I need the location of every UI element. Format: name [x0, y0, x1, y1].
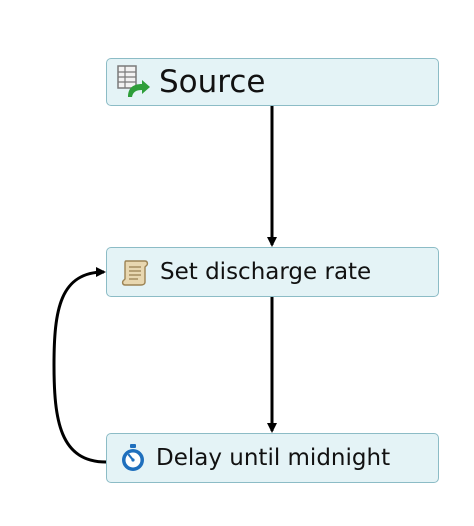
script-scroll-icon [119, 256, 151, 288]
node-delay-until-midnight-label: Delay until midnight [156, 445, 391, 471]
source-table-arrow-icon [116, 64, 152, 100]
node-set-discharge-rate[interactable]: Set discharge rate [106, 247, 439, 297]
stopwatch-icon [119, 443, 147, 473]
node-source-label: Source [159, 64, 266, 100]
node-delay-until-midnight[interactable]: Delay until midnight [106, 433, 439, 483]
node-set-discharge-rate-label: Set discharge rate [160, 259, 372, 285]
edge-delay-to-set-rate-loop [52, 267, 107, 464]
node-source[interactable]: Source [106, 58, 439, 106]
